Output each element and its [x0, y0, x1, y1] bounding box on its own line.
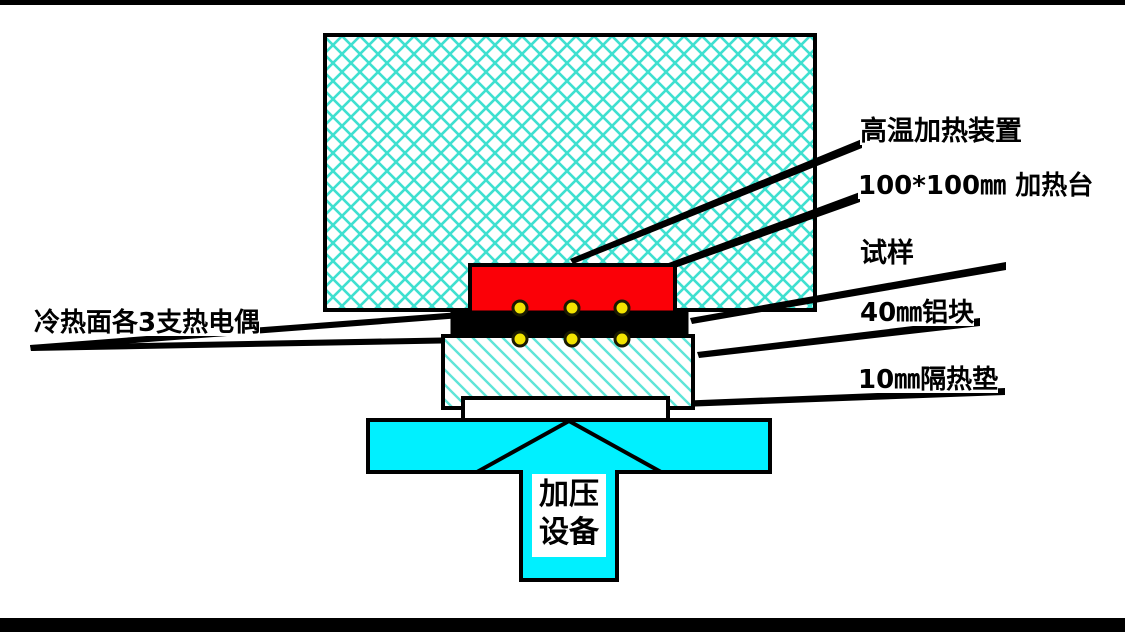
- leader-line-thermocouple-hot: [30, 307, 527, 351]
- leader-line-specimen: [690, 262, 1006, 324]
- thermocouples-cold-face: [511, 330, 631, 348]
- label-specimen: 试样: [860, 238, 914, 269]
- label-press-equipment-line1: 加压: [539, 477, 599, 512]
- label-heating-stage: 100*100㎜ 加热台: [858, 171, 1094, 201]
- leader-line-thermocouple-cold: [30, 336, 524, 351]
- thermocouples-hot-face: [511, 299, 631, 317]
- label-aluminum-block: 40㎜铝块: [860, 298, 975, 328]
- leader-line-heater-device: [570, 139, 862, 264]
- bottom-black-border: [0, 618, 1125, 632]
- leader-line-heating-stage: [655, 192, 860, 274]
- leader-lines: [30, 139, 1006, 410]
- label-thermocouples: 冷热面各3支热电偶: [34, 308, 261, 338]
- leader-line-aluminum-block: [697, 318, 980, 358]
- label-high-temperature-heating-device: 高温加热装置: [860, 116, 1022, 147]
- label-press-equipment: 加压 设备: [532, 474, 606, 557]
- label-press-equipment-line2: 设备: [539, 515, 599, 551]
- label-insulation-pad: 10㎜隔热垫: [858, 365, 999, 395]
- top-black-border: [0, 0, 1125, 5]
- leader-line-insulation-pad: [600, 388, 1005, 410]
